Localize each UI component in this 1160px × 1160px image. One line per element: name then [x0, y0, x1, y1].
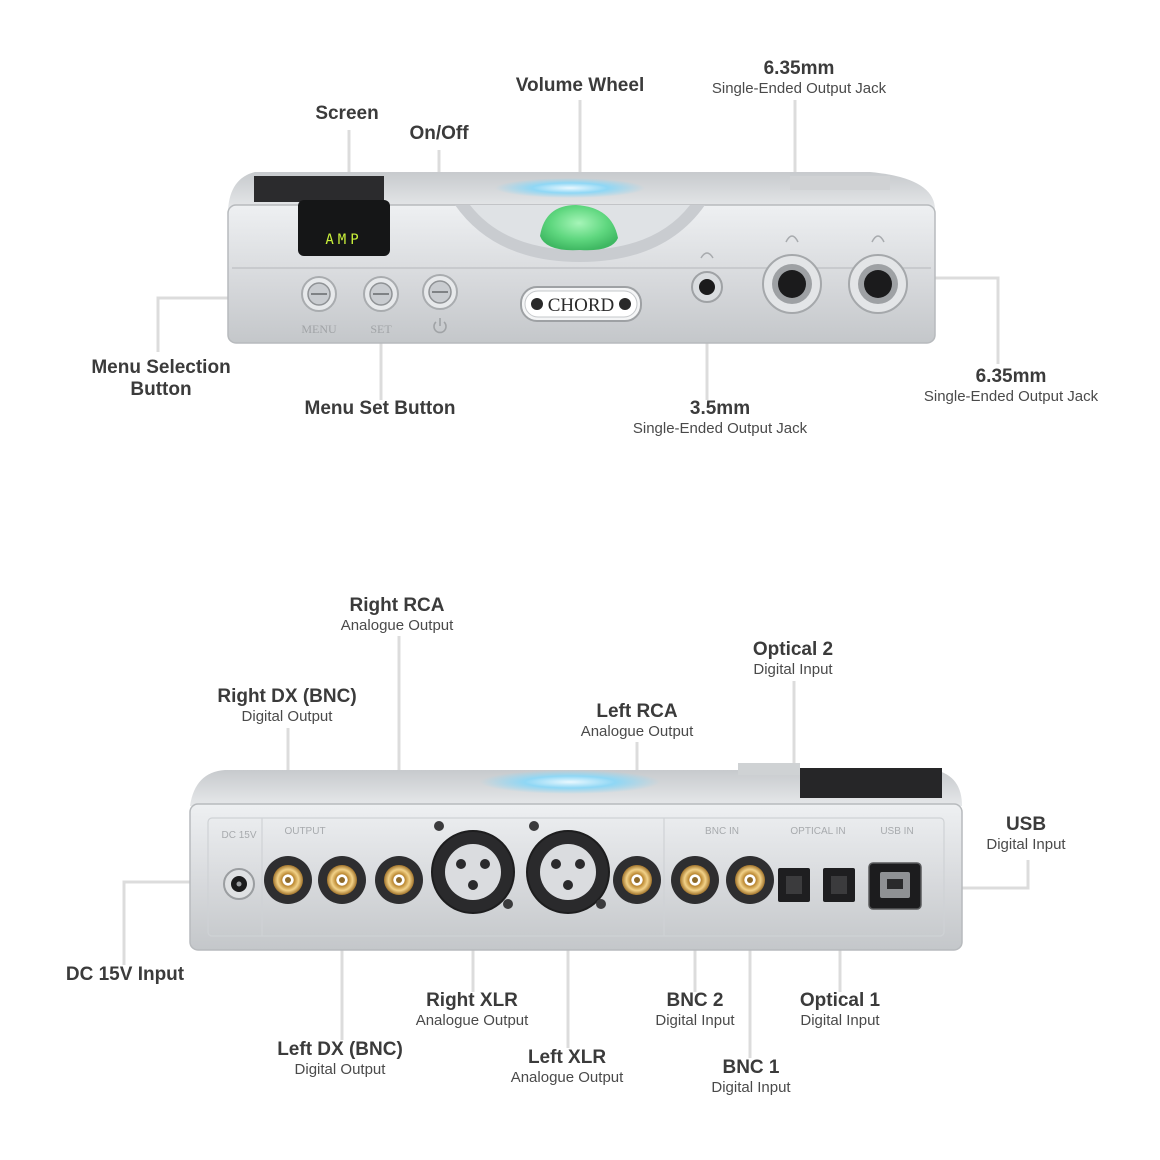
callout-screen-title: Screen — [315, 103, 379, 124]
callout-left-xlr-title: Left XLR — [527, 1047, 607, 1068]
screen-display — [298, 200, 390, 256]
callout-bnc1-sub: Digital Input — [711, 1078, 791, 1096]
callout-screen: Screen — [315, 103, 378, 125]
optical2-port — [778, 868, 810, 902]
callout-jack635-right-title: 6.35mm — [975, 366, 1047, 387]
callout-left-xlr-sub: Analogue Output — [510, 1068, 624, 1086]
callout-usb-sub: Digital Input — [986, 835, 1066, 853]
optical1-port — [823, 868, 855, 902]
callout-left-dx-sub: Digital Output — [294, 1060, 386, 1078]
callout-right-dx-sub: Digital Output — [241, 707, 333, 725]
callout-jack635-right: 6.35mm Single-Ended Output Jack — [924, 366, 1098, 405]
callout-menu-set-title: Menu Set Button — [304, 398, 456, 419]
callout-usb: USB Digital Input — [986, 814, 1065, 853]
left-dx-bnc-connector — [264, 856, 312, 904]
callout-right-dx-title: Right DX (BNC) — [217, 686, 357, 707]
callout-onoff-title: On/Off — [409, 123, 469, 144]
menu-button — [301, 276, 337, 312]
right-rca-connector — [375, 856, 423, 904]
jack-6-35mm-right — [848, 254, 908, 314]
set-label: SET — [370, 322, 392, 336]
rear-device: DC 15V OUTPUT BNC IN OPTICAL IN USB IN — [189, 763, 963, 951]
power-symbol-icon — [433, 318, 447, 334]
callout-left-rca-sub: Analogue Output — [580, 722, 694, 740]
callout-left-rca-title: Left RCA — [596, 701, 678, 722]
right-xlr-connector — [431, 821, 515, 914]
callout-bnc1: BNC 1 Digital Input — [711, 1057, 790, 1096]
callout-optical1-title: Optical 1 — [799, 990, 881, 1011]
callout-jack35-title: 3.5mm — [689, 398, 751, 419]
power-button — [422, 274, 458, 310]
callout-optical2-title: Optical 2 — [752, 639, 834, 660]
callout-bnc2-title: BNC 2 — [666, 990, 724, 1011]
callout-right-xlr-sub: Analogue Output — [415, 1011, 529, 1029]
right-dx-bnc-connector — [318, 856, 366, 904]
callout-menu-set: Menu Set Button — [305, 398, 456, 420]
callout-left-dx: Left DX (BNC) Digital Output — [277, 1039, 403, 1078]
callout-optical2-sub: Digital Input — [753, 660, 833, 678]
callout-dc: DC 15V Input — [66, 964, 184, 986]
jack-3-5mm — [691, 271, 723, 303]
callout-optical1-sub: Digital Input — [800, 1011, 880, 1029]
callout-right-rca-sub: Analogue Output — [340, 616, 454, 634]
headphone-icon — [700, 235, 885, 259]
callout-menu-selection-title: Menu Selection — [91, 357, 231, 378]
panel-label-bnc-in: BNC IN — [705, 826, 739, 837]
bnc2-connector — [671, 856, 719, 904]
panel-label-optical-in: OPTICAL IN — [790, 826, 845, 837]
bnc1-connector — [726, 856, 774, 904]
callout-left-xlr: Left XLR Analogue Output — [511, 1047, 624, 1086]
callout-menu-selection: Menu Selection Button — [91, 357, 230, 401]
panel-label-output: OUTPUT — [284, 826, 325, 837]
panel-label-usb-in: USB IN — [880, 826, 913, 837]
left-xlr-connector — [526, 821, 610, 914]
left-rca-connector — [613, 856, 661, 904]
callout-dc-title: DC 15V Input — [65, 964, 185, 985]
callout-left-rca: Left RCA Analogue Output — [581, 701, 694, 740]
front-device: AMP MENU SET CHORD — [227, 172, 936, 344]
set-button — [363, 276, 399, 312]
dc-input-jack — [223, 868, 255, 900]
panel-label-dc: DC 15V — [221, 830, 256, 841]
callout-menu-selection-title2: Button — [130, 378, 192, 400]
callout-jack635-top-title: 6.35mm — [763, 58, 835, 79]
callout-right-dx: Right DX (BNC) Digital Output — [217, 686, 356, 725]
callout-usb-title: USB — [1005, 814, 1047, 835]
callout-volume-title: Volume Wheel — [515, 75, 645, 96]
callout-jack35: 3.5mm Single-Ended Output Jack — [633, 398, 807, 437]
callout-right-rca-title: Right RCA — [349, 595, 445, 616]
callout-bnc2: BNC 2 Digital Input — [655, 990, 734, 1029]
callout-right-xlr: Right XLR Analogue Output — [416, 990, 529, 1029]
chord-logo-text: CHORD — [548, 295, 615, 316]
callout-jack635-top-sub: Single-Ended Output Jack — [711, 79, 887, 97]
jack-6-35mm-left — [762, 254, 822, 314]
rca-connectors — [264, 856, 774, 904]
menu-label: MENU — [301, 322, 337, 336]
callout-bnc2-sub: Digital Input — [655, 1011, 735, 1029]
callout-bnc1-title: BNC 1 — [722, 1057, 780, 1078]
callout-jack35-sub: Single-Ended Output Jack — [632, 419, 808, 437]
screen-text: AMP — [325, 232, 362, 248]
callout-onoff: On/Off — [409, 123, 468, 145]
callout-optical2: Optical 2 Digital Input — [753, 639, 833, 678]
callout-right-rca: Right RCA Analogue Output — [341, 595, 454, 634]
callout-volume-wheel: Volume Wheel — [516, 75, 644, 97]
callout-right-xlr-title: Right XLR — [426, 990, 518, 1011]
callout-jack635-top: 6.35mm Single-Ended Output Jack — [712, 58, 886, 97]
callout-optical1: Optical 1 Digital Input — [800, 990, 880, 1029]
volume-wheel-knob — [540, 205, 618, 251]
usb-port — [868, 862, 922, 910]
callout-left-dx-title: Left DX (BNC) — [277, 1039, 403, 1060]
callout-jack635-right-sub: Single-Ended Output Jack — [923, 387, 1099, 405]
